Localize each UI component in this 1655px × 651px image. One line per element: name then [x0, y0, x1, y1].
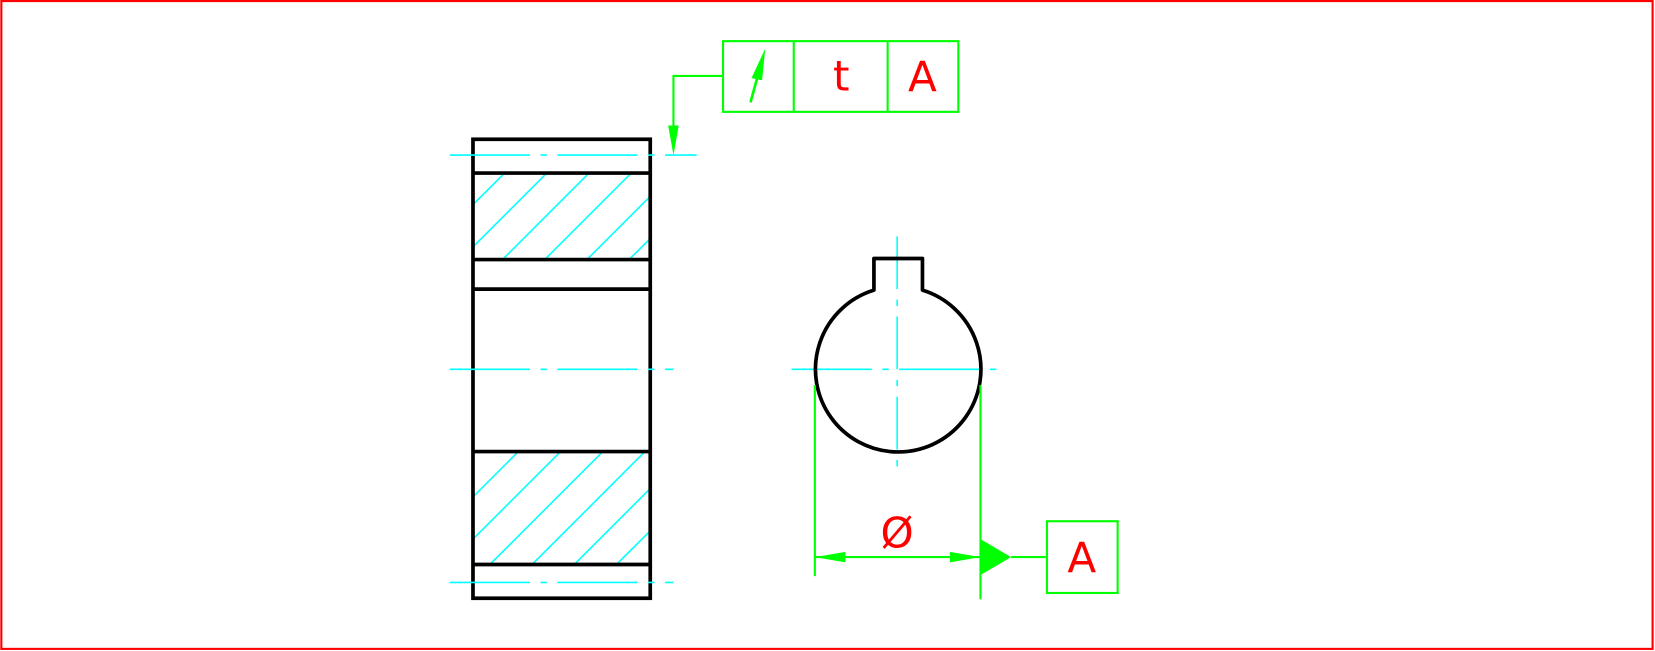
keyway-end-view: [813, 256, 983, 454]
datum-label: A: [1067, 534, 1096, 583]
datum-feature-symbol: A: [980, 520, 1119, 595]
leader-arrow: [668, 74, 724, 156]
feature-control-frame: t A: [721, 40, 960, 113]
tolerance-value: t: [833, 51, 850, 100]
datum-reference: A: [908, 53, 937, 102]
centerlines: [449, 154, 1003, 584]
section-hatch-top: [472, 173, 651, 260]
section-hatch-bottom: [472, 451, 651, 565]
circular-runout-icon: [749, 48, 766, 103]
diameter-symbol: Ø: [881, 508, 914, 557]
